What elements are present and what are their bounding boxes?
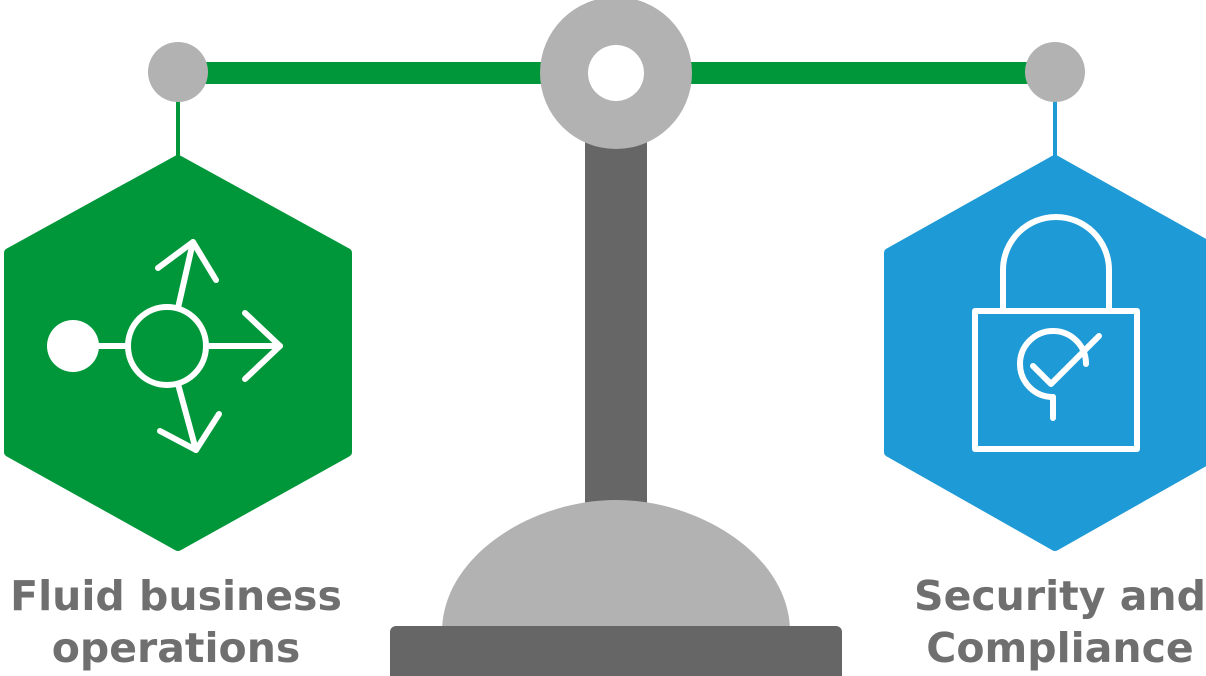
- padlock-check-icon: [972, 214, 1140, 452]
- left-hanger-string: [176, 98, 180, 160]
- scale-base-plinth: [390, 626, 842, 676]
- scale-base-dome: [442, 500, 790, 632]
- beam-end-knob-left: [148, 42, 208, 102]
- left-item-label-line2: operations: [51, 624, 301, 672]
- beam-end-knob-right: [1025, 42, 1085, 102]
- right-hanger-string: [1053, 98, 1057, 160]
- left-hexagon: [4, 155, 352, 551]
- left-item-label: Fluid business operations: [0, 570, 352, 674]
- scale-pillar: [585, 130, 647, 512]
- scale-pivot-hole: [588, 45, 644, 101]
- scale-beam-right: [670, 62, 1055, 84]
- branching-arrows-icon: [47, 239, 283, 453]
- left-item-label-line1: Fluid business: [10, 572, 342, 620]
- right-item-label-line2: Compliance: [926, 624, 1194, 672]
- right-item-label: Security and Compliance: [900, 570, 1206, 674]
- right-item-label-line1: Security and: [914, 572, 1206, 620]
- scale-beam-left: [178, 62, 558, 84]
